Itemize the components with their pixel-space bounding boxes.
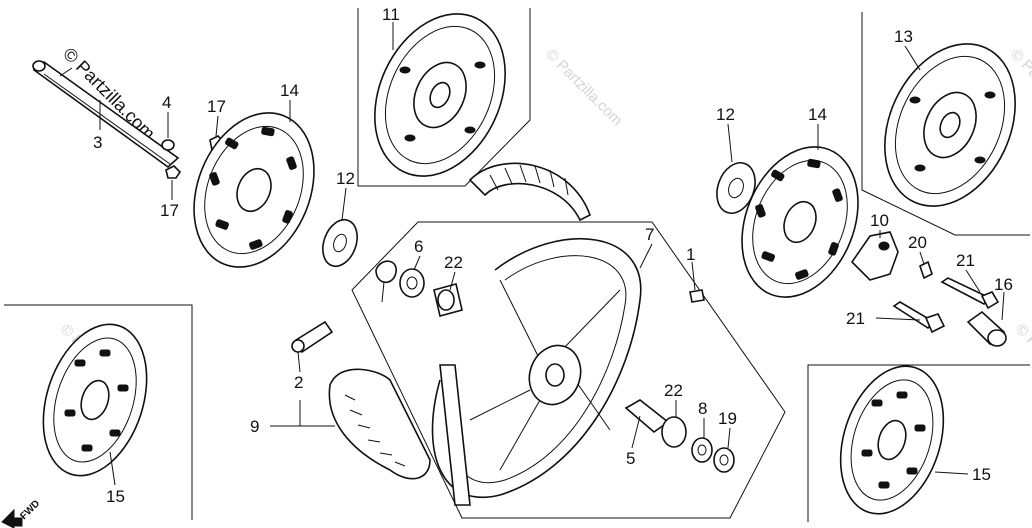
callout-17-lower: 17: [160, 201, 179, 220]
callout-19: 19: [718, 409, 737, 428]
callout-6: 6: [414, 237, 423, 256]
callout-21-upper: 21: [956, 251, 975, 270]
wheel-assembly-frame: [351, 221, 786, 519]
valve-stem-2: [291, 320, 334, 354]
valve-1: [689, 289, 705, 303]
wheel-7: [431, 238, 642, 506]
callout-21-lower: 21: [846, 309, 865, 328]
callout-11: 11: [382, 5, 400, 24]
seal-18: [375, 260, 397, 284]
callout-15-left: 15: [106, 487, 125, 506]
disc-15-right: [839, 365, 945, 515]
leader-lines: [99, 22, 1005, 486]
callout-1: 1: [686, 245, 695, 264]
callout-10: 10: [870, 211, 889, 230]
collar-16: [966, 310, 1007, 347]
bolt-20: [919, 260, 933, 280]
callout-17-upper: 17: [207, 97, 226, 116]
callout-8: 8: [698, 399, 707, 418]
callout-7: 7: [645, 225, 654, 244]
disc-11: [374, 13, 506, 177]
fwd-arrow: FWD: [1, 498, 42, 528]
bearing-8: [691, 437, 713, 463]
callout-12-left: 12: [336, 169, 355, 188]
bolt-21-lower: [892, 301, 946, 334]
spacer-22-upper: [433, 283, 463, 317]
washer-4: [161, 139, 175, 151]
disc-13: [884, 43, 1016, 207]
callout-14-left: 14: [280, 81, 299, 100]
bolt-21-upper: [940, 277, 1000, 310]
callout-9: 9: [250, 417, 259, 436]
disc-13-frame: [861, 12, 1030, 236]
callout-15-right: 15: [972, 465, 991, 484]
watermark-1: © Partzilla.com: [542, 46, 625, 129]
callout-12-right: 12: [716, 105, 735, 124]
disc-15-right-frame: [807, 364, 1030, 522]
watermark-4: © Partzilla.com: [1012, 321, 1032, 404]
callout-13: 13: [894, 27, 913, 46]
plate-12-left: [322, 218, 358, 268]
callout-14-right: 14: [808, 105, 827, 124]
callout-22-lower: 22: [664, 381, 683, 400]
callouts: 11 13 3 4 17 17 14 12 12 14 10 20 21 21 …: [93, 5, 1013, 506]
callout-3: 3: [93, 133, 102, 152]
spacer-22-lower: [661, 416, 687, 448]
disc-14-right: [741, 146, 859, 298]
spacer-5: [624, 399, 670, 434]
bearing-6: [399, 268, 425, 298]
callout-20: 20: [908, 233, 927, 252]
axle-part: [32, 60, 180, 169]
seal-19: [713, 447, 735, 473]
callout-2: 2: [294, 373, 303, 392]
callout-22-upper: 22: [444, 253, 463, 272]
callout-5: 5: [626, 449, 635, 468]
fwd-label: FWD: [18, 498, 42, 522]
tire-lower: [328, 368, 431, 480]
callout-16: 16: [994, 275, 1013, 294]
bracket-10: [850, 231, 899, 281]
disc-11-frame: [357, 8, 531, 187]
disc-15-left-frame: [4, 304, 193, 520]
callout-4: 4: [162, 93, 171, 112]
tire-upper: [468, 162, 591, 222]
nut-17-lower: [165, 165, 182, 179]
disc-14-left: [193, 112, 315, 268]
disc-15-left: [42, 323, 148, 477]
